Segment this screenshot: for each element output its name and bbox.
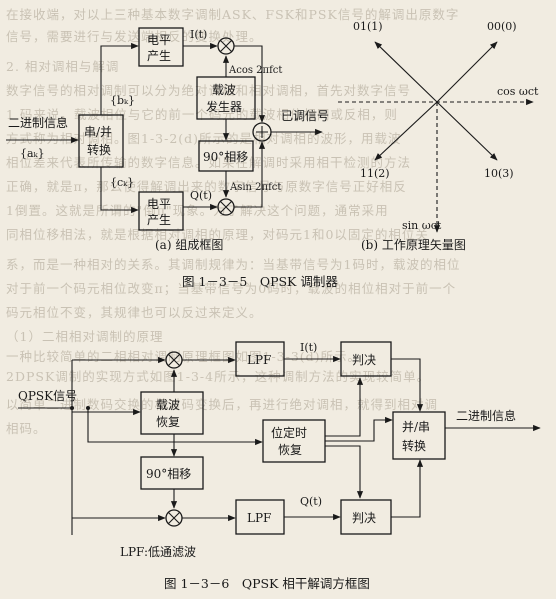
background-text-line: 1 码来说，载波相位与它的前一个码元的载波相位相同或反相，则 bbox=[6, 107, 398, 122]
acos-label: Acos 2πfct bbox=[228, 65, 282, 76]
ps-label-2: 转换 bbox=[402, 438, 426, 453]
demod-phase90-label: 90°相移 bbox=[146, 467, 191, 481]
sin-axis-label: sin ωct bbox=[402, 219, 442, 232]
Q-label: Q(t) bbox=[190, 189, 212, 202]
phase90-label: 90°相移 bbox=[203, 150, 248, 164]
vector-11: 11(2) bbox=[360, 167, 390, 180]
asin-label: Asin 2πfct bbox=[229, 182, 281, 193]
level-top-l2: 产生 bbox=[147, 49, 171, 63]
I-label: I(t) bbox=[190, 28, 207, 41]
demod-output-label: 二进制信息 bbox=[456, 408, 516, 423]
subcaption-a: (a) 组成框图 bbox=[155, 238, 223, 252]
background-text-line: 方式称为相对调相。图1-3-2(d)所示的是相对调相的波形，用载波 bbox=[6, 131, 402, 146]
carrier-rec-l1: 载波 bbox=[156, 398, 180, 412]
demod-phase-shift-box bbox=[140, 456, 204, 490]
carrier-l2: 发生器 bbox=[206, 99, 242, 114]
carrier-rec-l2: 恢复 bbox=[156, 415, 180, 429]
background-text-line: 信号，需要进行与发送端相反的变换处理。 bbox=[6, 29, 263, 44]
background-text-line: 数字信号的相对调制可以分为绝对调相和相对调相，首先对数字信号 bbox=[6, 83, 412, 98]
carrier-recovery-box bbox=[140, 391, 204, 435]
figure-caption-1: 图 1－3－5 QPSK 调制器 bbox=[182, 274, 338, 289]
lpf-top-label: LPF bbox=[247, 353, 271, 367]
background-text-line: 同相位移相法，就是根据相对调相的原理，对码元1和0以固定的相位关 bbox=[6, 227, 429, 242]
serial-parallel-box bbox=[78, 114, 124, 168]
carrier-l1: 载波 bbox=[212, 83, 236, 97]
qpsk-modulator-diagram: 二进制信息 {aₖ} 串/并 转换 {bₖ} {cₖ} 电平 产生 电平 产生 … bbox=[6, 27, 329, 252]
background-text-line: 正确，就是π，那么使得解调出来的数字信号与原数字信号正好相反 bbox=[6, 179, 407, 194]
input-label-2: QPSK信号 bbox=[18, 389, 77, 403]
decision-top-label: 判决 bbox=[352, 353, 376, 367]
level-gen-bottom bbox=[138, 191, 184, 231]
background-text-line: 相位差来代表所传输的数字信息。如果在解调时采用相干检测的方法 bbox=[6, 155, 412, 170]
timing-l2: 恢复 bbox=[278, 443, 302, 457]
output-label: 已调信号 bbox=[281, 109, 329, 123]
qpsk-vector-diagram: 01(1) 00(0) 11(2) 10(3) cos ωct sin ωct … bbox=[338, 20, 539, 252]
demod-I-label: I(t) bbox=[300, 341, 317, 354]
background-text-line: 系，而是一种相对的关系。其调制规律为：当基带信号为1码时，载波的相位 bbox=[6, 257, 461, 272]
background-text-line: 在接收端，对以上三种基本数字调制ASK、FSK和PSK信号的解调出原数字 bbox=[6, 7, 460, 22]
qpsk-demodulator-diagram: QPSK信号 载波 恢复 90°相移 LPF I(t) bbox=[18, 341, 541, 559]
ps-label-1: 并/串 bbox=[402, 420, 430, 434]
lpf-note: LPF:低通滤波 bbox=[120, 545, 196, 559]
level-bot-l1: 电平 bbox=[147, 197, 171, 211]
background-text-line: 2. 相对调相与解调 bbox=[6, 59, 120, 74]
level-gen-top bbox=[138, 27, 184, 67]
decision-bottom-label: 判决 bbox=[352, 511, 376, 525]
ck-label: {cₖ} bbox=[110, 176, 134, 189]
background-text-line: （1）二相相对调制的原理 bbox=[6, 329, 164, 344]
background-text-line: 对于前一个码元相位改变π；当基带信号为0码时，载波的相位相对于前一个 bbox=[6, 281, 457, 296]
sp-label-2: 转换 bbox=[87, 142, 111, 157]
background-text-line: 以简单二进制数码交换的相对码变换后，再进行绝对调相，就得到相对调 bbox=[6, 397, 439, 412]
vector-01: 01(1) bbox=[353, 20, 383, 33]
level-bot-l2: 产生 bbox=[147, 213, 171, 227]
cos-axis-label: cos ωct bbox=[497, 85, 539, 98]
background-text-line: 2DPSK调制的实现方式如图1-3-4所示，这种调制方法的实现较简单。 bbox=[6, 369, 431, 384]
sp-label-1: 串/并 bbox=[84, 125, 112, 139]
background-text-line: 相码。 bbox=[6, 421, 47, 436]
lpf-bottom-label: LPF bbox=[247, 511, 271, 525]
background-text-line: 码元相位不变，其规律也可以反过来定义。 bbox=[6, 305, 263, 320]
demod-Q-label: Q(t) bbox=[300, 495, 322, 508]
input-label: 二进制信息 bbox=[8, 115, 68, 130]
figure-caption-2: 图 1－3－6 QPSK 相干解调方框图 bbox=[164, 576, 370, 591]
timing-l1: 位定时 bbox=[271, 425, 307, 440]
bk-label: {bₖ} bbox=[110, 94, 135, 107]
vector-00: 00(0) bbox=[487, 20, 517, 33]
parallel-serial-box bbox=[392, 411, 446, 460]
input-sequence: {aₖ} bbox=[20, 147, 45, 160]
vector-10: 10(3) bbox=[484, 167, 514, 180]
subcaption-b: (b) 工作原理矢量图 bbox=[361, 238, 466, 252]
level-top-l1: 电平 bbox=[147, 33, 171, 47]
